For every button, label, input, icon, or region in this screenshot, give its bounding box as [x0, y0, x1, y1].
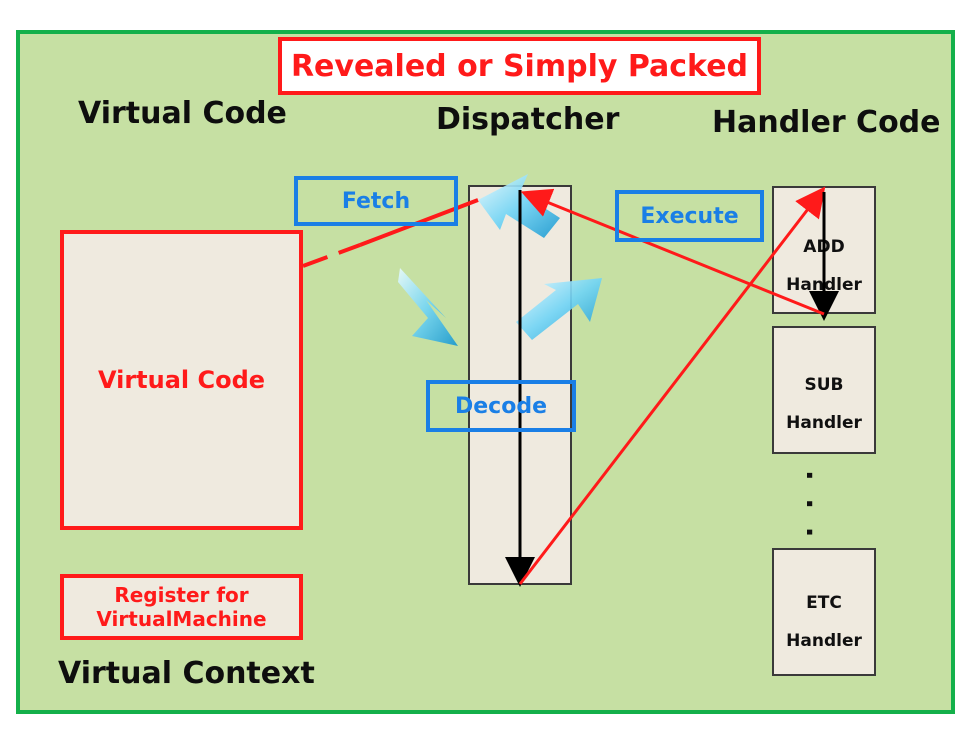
decode-stage: Decode — [426, 380, 576, 432]
fetch-stage: Fetch — [294, 176, 458, 226]
handler-etc-label: Handler — [786, 631, 862, 651]
execute-cycle-arrow — [516, 278, 602, 340]
register-line2: VirtualMachine — [96, 607, 267, 631]
register-box: Register for VirtualMachine — [60, 574, 303, 640]
register-line1: Register for — [114, 583, 249, 607]
virtual-code-box-label: Virtual Code — [97, 366, 266, 394]
handler-sub-name: SUB — [804, 375, 844, 395]
handler-sub-label: Handler — [786, 413, 862, 433]
heading-handler-code: Handler Code — [712, 105, 941, 140]
handler-etc: ETC Handler — [772, 548, 876, 676]
handler-ellipsis: . . . — [800, 470, 833, 542]
heading-virtual-code: Virtual Code — [78, 96, 287, 131]
virtual-code-box: Virtual Code — [60, 230, 303, 530]
decode-cycle-arrow — [398, 268, 458, 346]
fetch-dashed-line — [302, 243, 361, 268]
title-banner: Revealed or Simply Packed — [278, 37, 761, 95]
title-banner-text: Revealed or Simply Packed — [290, 48, 749, 84]
handler-sub: SUB Handler — [772, 326, 876, 454]
decode-label: Decode — [454, 393, 547, 419]
fetch-label: Fetch — [341, 188, 411, 214]
execute-label: Execute — [640, 203, 739, 229]
heading-virtual-context: Virtual Context — [58, 656, 315, 691]
jump-to-handler-arrow — [518, 186, 826, 585]
heading-dispatcher: Dispatcher — [436, 102, 620, 137]
return-to-dispatcher-arrow — [520, 188, 825, 316]
execute-stage: Execute — [615, 190, 764, 242]
handler-etc-name: ETC — [806, 593, 842, 613]
